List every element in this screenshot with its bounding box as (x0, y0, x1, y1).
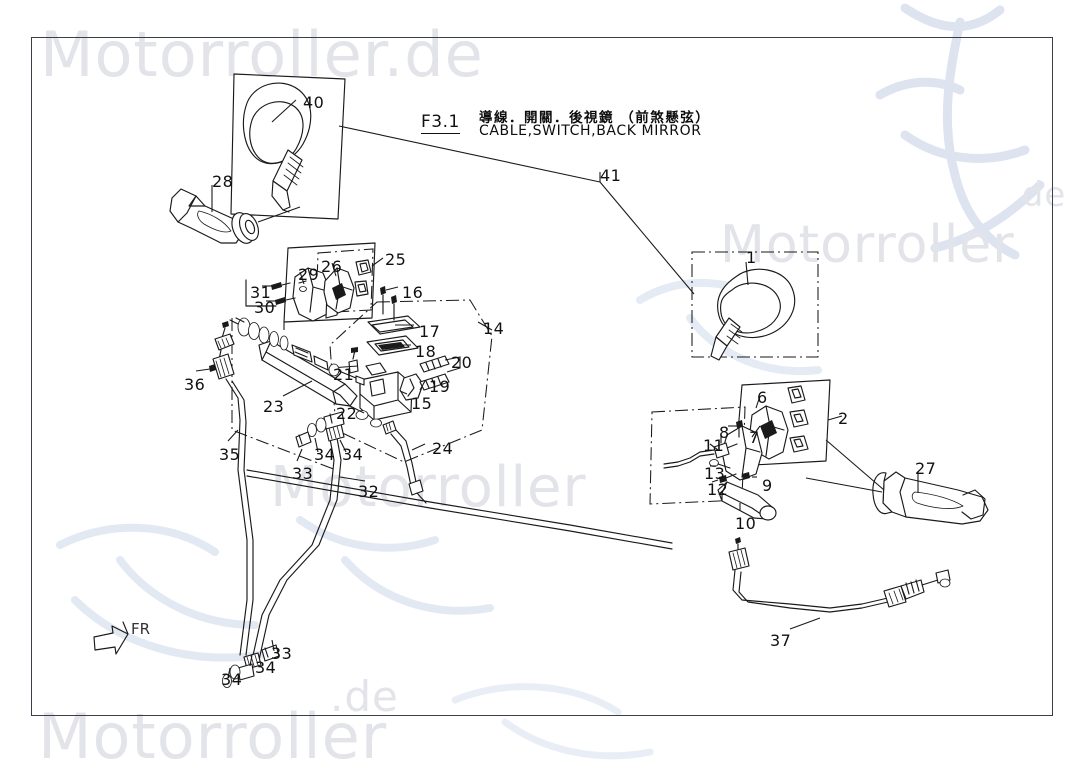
callout-washer-copper: 34 (221, 670, 243, 689)
callout-switch-left-base: 29 (298, 265, 320, 284)
sheet-title-en: CABLE,SWITCH,BACK MIRROR (479, 123, 702, 139)
sheet-title-cn: 導線．開關．後視鏡 （前煞懸弦） (479, 110, 711, 126)
callout-screw-cap: 16 (402, 283, 424, 302)
drawing-frame (31, 37, 1053, 716)
callout-switch-right-housing: 6 (757, 388, 768, 407)
callout-reservoir-cap: 17 (419, 322, 441, 341)
callout-cable-clamp-screw: 36 (184, 375, 206, 394)
callout-back-mirror-left: 40 (303, 93, 325, 112)
callout-master-cylinder-body: 15 (411, 394, 433, 413)
callout-switch-right-assembly: 2 (838, 409, 849, 428)
callout-diaphragm: 18 (415, 342, 437, 361)
callout-washer-copper: 34 (314, 445, 336, 464)
callout-pivot-bolt: 22 (336, 404, 358, 423)
sheet-code: F3.1 (421, 112, 460, 134)
callout-washer-copper: 34 (255, 658, 277, 677)
callout-grip-left: 28 (212, 172, 234, 191)
callout-brake-switch: 11 (703, 436, 725, 455)
callout-washer-copper: 34 (342, 445, 364, 464)
callout-back-mirror-right: 1 (746, 248, 757, 267)
callout-throttle-cable: 37 (770, 631, 792, 650)
callout-screw-switch-upper: 31 (250, 283, 272, 302)
callout-brake-lever-right: 10 (735, 514, 757, 533)
callout-speedometer-cable: 35 (219, 445, 241, 464)
callout-master-cylinder-kit: 14 (483, 319, 505, 338)
callout-washer-nut: 13 (704, 464, 726, 483)
callout-grip-right-throttle: 27 (915, 459, 937, 478)
callout-mirror-set: 41 (600, 166, 622, 185)
callout-throttle-housing: 7 (749, 428, 760, 447)
callout-union-bolt: 33 (292, 464, 314, 483)
fr-label: FR (131, 620, 151, 638)
callout-brake-lever-left: 23 (263, 397, 285, 416)
callout-banjo-bolt: 19 (429, 377, 451, 396)
callout-bolt-pivot: 12 (707, 480, 729, 499)
callout-piston-rod: 21 (333, 365, 355, 384)
callout-screw-lower: 9 (762, 476, 773, 495)
callout-brake-hose: 32 (358, 482, 380, 501)
callout-switch-left-housing: 26 (321, 257, 343, 276)
callout-brake-switch-lead: 24 (432, 439, 454, 458)
callout-switch-left-assembly: 25 (385, 250, 407, 269)
callout-brake-hose-joint: 20 (451, 353, 473, 372)
callout-screw-switch-lower: 30 (254, 298, 276, 317)
